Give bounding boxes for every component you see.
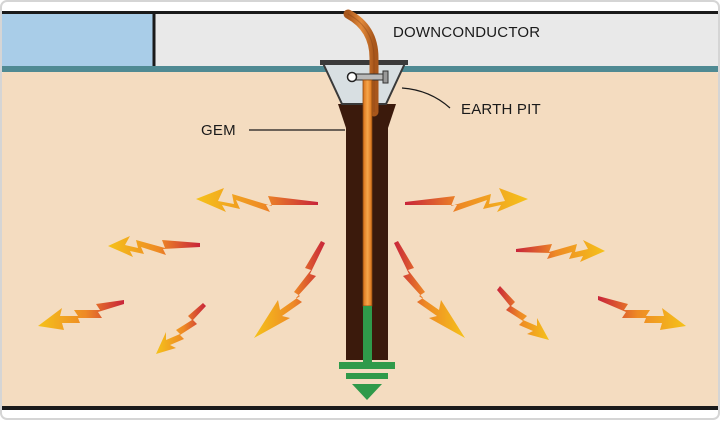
earth-pit-leader-line bbox=[401, 87, 451, 109]
lightning-arrow-icon bbox=[394, 241, 465, 338]
earth-pit-cover bbox=[320, 60, 408, 65]
lightning-arrow-icon bbox=[108, 236, 200, 257]
lightning-arrow-icon bbox=[254, 241, 325, 338]
roof-line bbox=[2, 11, 718, 14]
gem-label: GEM bbox=[201, 122, 236, 139]
rod-ground-lead bbox=[363, 306, 372, 362]
downconductor-label: DOWNCONDUCTOR bbox=[393, 24, 541, 41]
lightning-arrow-icon bbox=[497, 286, 549, 340]
earth-rod bbox=[362, 79, 373, 307]
clamp-bolt-icon bbox=[346, 70, 389, 84]
lightning-arrow-icon bbox=[156, 303, 206, 354]
ground-symbol-icon bbox=[339, 362, 395, 400]
lightning-arrow-icon bbox=[516, 240, 605, 262]
lightning-arrow-icon bbox=[405, 188, 528, 212]
bottom-border bbox=[2, 406, 718, 410]
window-panel bbox=[2, 12, 154, 68]
lightning-arrow-icon bbox=[196, 188, 318, 212]
lightning-arrow-icon bbox=[38, 300, 124, 330]
lightning-arrow-icon bbox=[598, 296, 686, 330]
downconductor-cable bbox=[343, 9, 379, 117]
wall-panel bbox=[154, 12, 718, 68]
earth-pit-label: EARTH PIT bbox=[461, 101, 541, 118]
